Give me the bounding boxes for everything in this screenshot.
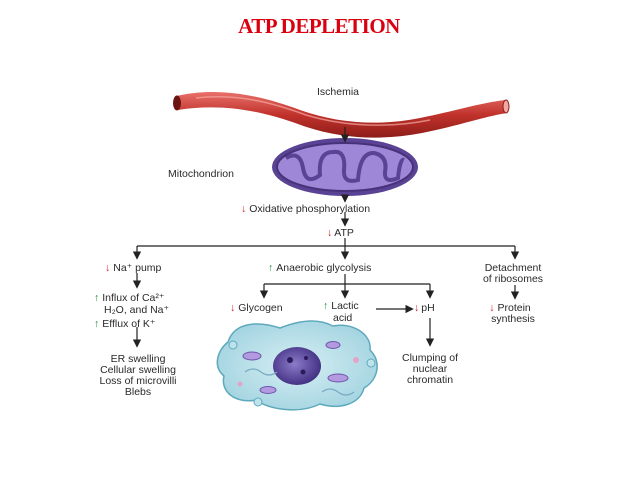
up-arrow-icon: ↑ [94, 292, 99, 304]
clumping-line3: chromatin [407, 374, 453, 386]
protein-synthesis-line2: synthesis [491, 313, 535, 325]
slide-title: ATP DEPLETION [238, 14, 400, 38]
er-swelling-line3: Loss of microvilli [99, 375, 176, 387]
mitochondrion-illustration [272, 138, 418, 196]
blood-vessel-illustration [173, 91, 510, 138]
up-arrow-icon: ↑ [94, 318, 99, 330]
ribosome-detach-line1: Detachment [485, 262, 542, 274]
na-pump-label: ↓Na⁺ pump [105, 262, 162, 274]
down-arrow-icon: ↓ [489, 302, 494, 314]
down-arrow-icon: ↓ [230, 302, 235, 314]
influx-label-line2: H₂O, and Na⁺ [104, 304, 170, 316]
efflux-label: ↑Efflux of K⁺ [94, 318, 156, 330]
down-arrow-icon: ↓ [241, 203, 246, 215]
oxphos-label: ↓Oxidative phosphorylation [241, 203, 370, 215]
clumping-line1: Clumping of [402, 352, 458, 364]
up-arrow-icon: ↑ [268, 262, 273, 274]
ribosome-detach-line2: of ribosomes [483, 273, 543, 285]
protein-synthesis-line1: ↓Protein [489, 302, 531, 314]
down-arrow-icon: ↓ [414, 302, 419, 314]
glycolysis-label: ↑Anaerobic glycolysis [268, 262, 371, 274]
er-swelling-line4: Blebs [125, 386, 151, 398]
influx-label-line1: ↑Influx of Ca²⁺ [94, 292, 165, 304]
ph-label: ↓pH [414, 302, 435, 314]
atp-label: ↓ATP [327, 227, 354, 239]
ischemia-label: Ischemia [317, 86, 359, 98]
mitochondrion-label: Mitochondrion [168, 168, 234, 180]
glycogen-label: ↓Glycogen [230, 302, 283, 314]
er-swelling-line1: ER swelling [111, 353, 166, 365]
clumping-line2: nuclear [413, 363, 448, 375]
down-arrow-icon: ↓ [105, 262, 110, 274]
swollen-cell-illustration [216, 320, 378, 411]
lactic-acid-line1: ↑Lactic [323, 300, 359, 312]
up-arrow-icon: ↑ [323, 300, 328, 312]
er-swelling-line2: Cellular swelling [100, 364, 176, 376]
flow-connectors [132, 127, 520, 348]
lactic-acid-line2: acid [333, 312, 352, 324]
down-arrow-icon: ↓ [327, 227, 332, 239]
